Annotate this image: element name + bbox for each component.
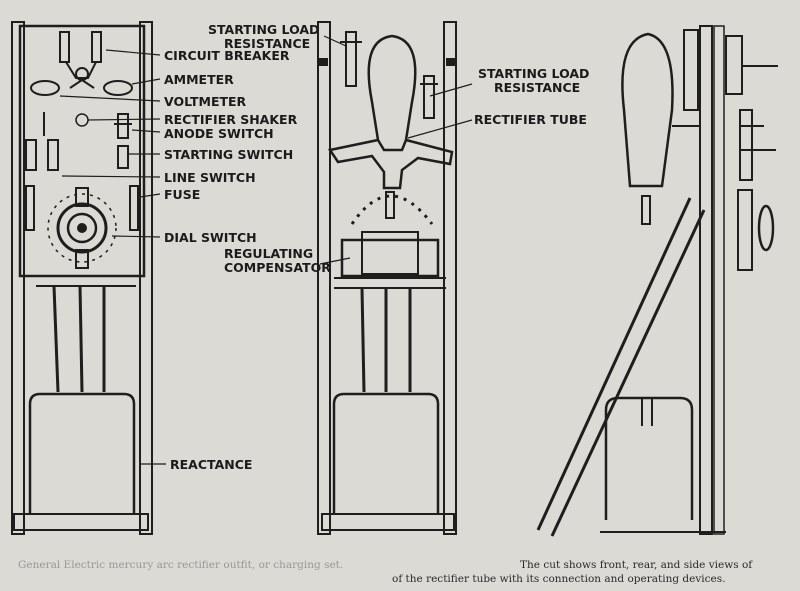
front-panel [18,24,146,278]
label-starting-load-right: STARTING LOAD [478,66,589,81]
label-voltmeter: VOLTMETER [164,94,247,109]
voltmeter-device [103,80,133,96]
regulating-compensator-device [334,231,446,289]
starting-load-resistance-right [420,75,438,119]
label-resistance-right: RESISTANCE [494,80,580,95]
label-fuse: FUSE [164,187,200,202]
label-reactance: REACTANCE [170,457,252,472]
ammeter-device [30,80,60,96]
label-regulating: REGULATING [224,246,313,261]
circuit-breaker-device [59,31,102,89]
label-circuit-breaker: CIRCUIT BREAKER [164,48,290,63]
caption-line-1: The cut shows front, rear, and side view… [520,559,753,571]
label-rectifier-shaker: RECTIFIER SHAKER [164,112,298,127]
starting-load-resistance-top [318,31,456,87]
label-starting-load-top: STARTING LOAD [208,22,319,37]
caption-faint-line: General Electric mercury arc rectifier o… [18,559,343,571]
label-line-switch: LINE SWITCH [164,170,256,185]
label-anode-switch: ANODE SWITCH [164,126,274,141]
dial-switch-device [47,187,117,269]
label-resistance-top: RESISTANCE [224,36,310,51]
label-rectifier-tube: RECTIFIER TUBE [474,112,587,127]
rear-leaders [319,35,473,265]
rear-view [317,21,457,535]
front-view [11,21,153,535]
label-dial-switch: DIAL SWITCH [164,230,257,245]
label-starting-switch: STARTING SWITCH [164,147,293,162]
label-compensator: COMPENSATOR [224,260,331,275]
caption-line-2: of the rectifier tube with its connectio… [392,573,725,585]
side-view [536,25,778,537]
reactance-device [28,392,136,514]
caption: General Electric mercury arc rectifier o… [18,559,753,585]
rectifier-tube-device [327,34,454,219]
front-leaders [59,49,166,465]
label-ammeter: AMMETER [164,72,234,87]
anode-switch-device [114,113,132,139]
